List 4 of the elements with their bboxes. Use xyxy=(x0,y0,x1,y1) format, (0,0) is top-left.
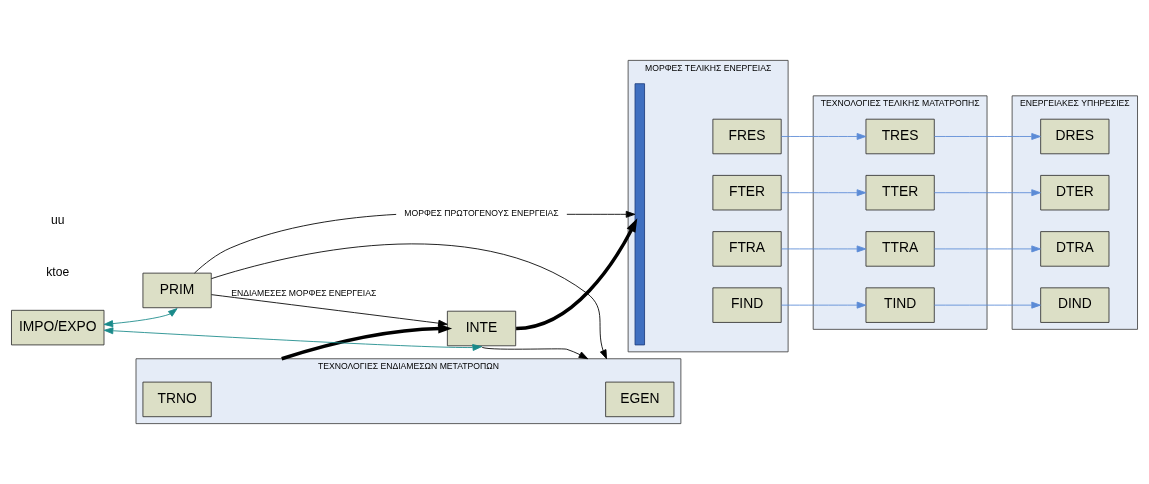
node-text: ΜΟΡΦΕΣ ΠΡΩΤΟΓΕΝΟΥΣ ΕΝΕΡΓΕΙΑΣ xyxy=(404,208,559,219)
label: ktoe xyxy=(46,265,70,280)
label: uu xyxy=(51,212,65,227)
edge-label: ΕΝΔΙΑΜΕΣΕΣ ΜΟΡΦΕΣ ΕΝΕΡΓΕΙΑΣ xyxy=(231,287,377,298)
